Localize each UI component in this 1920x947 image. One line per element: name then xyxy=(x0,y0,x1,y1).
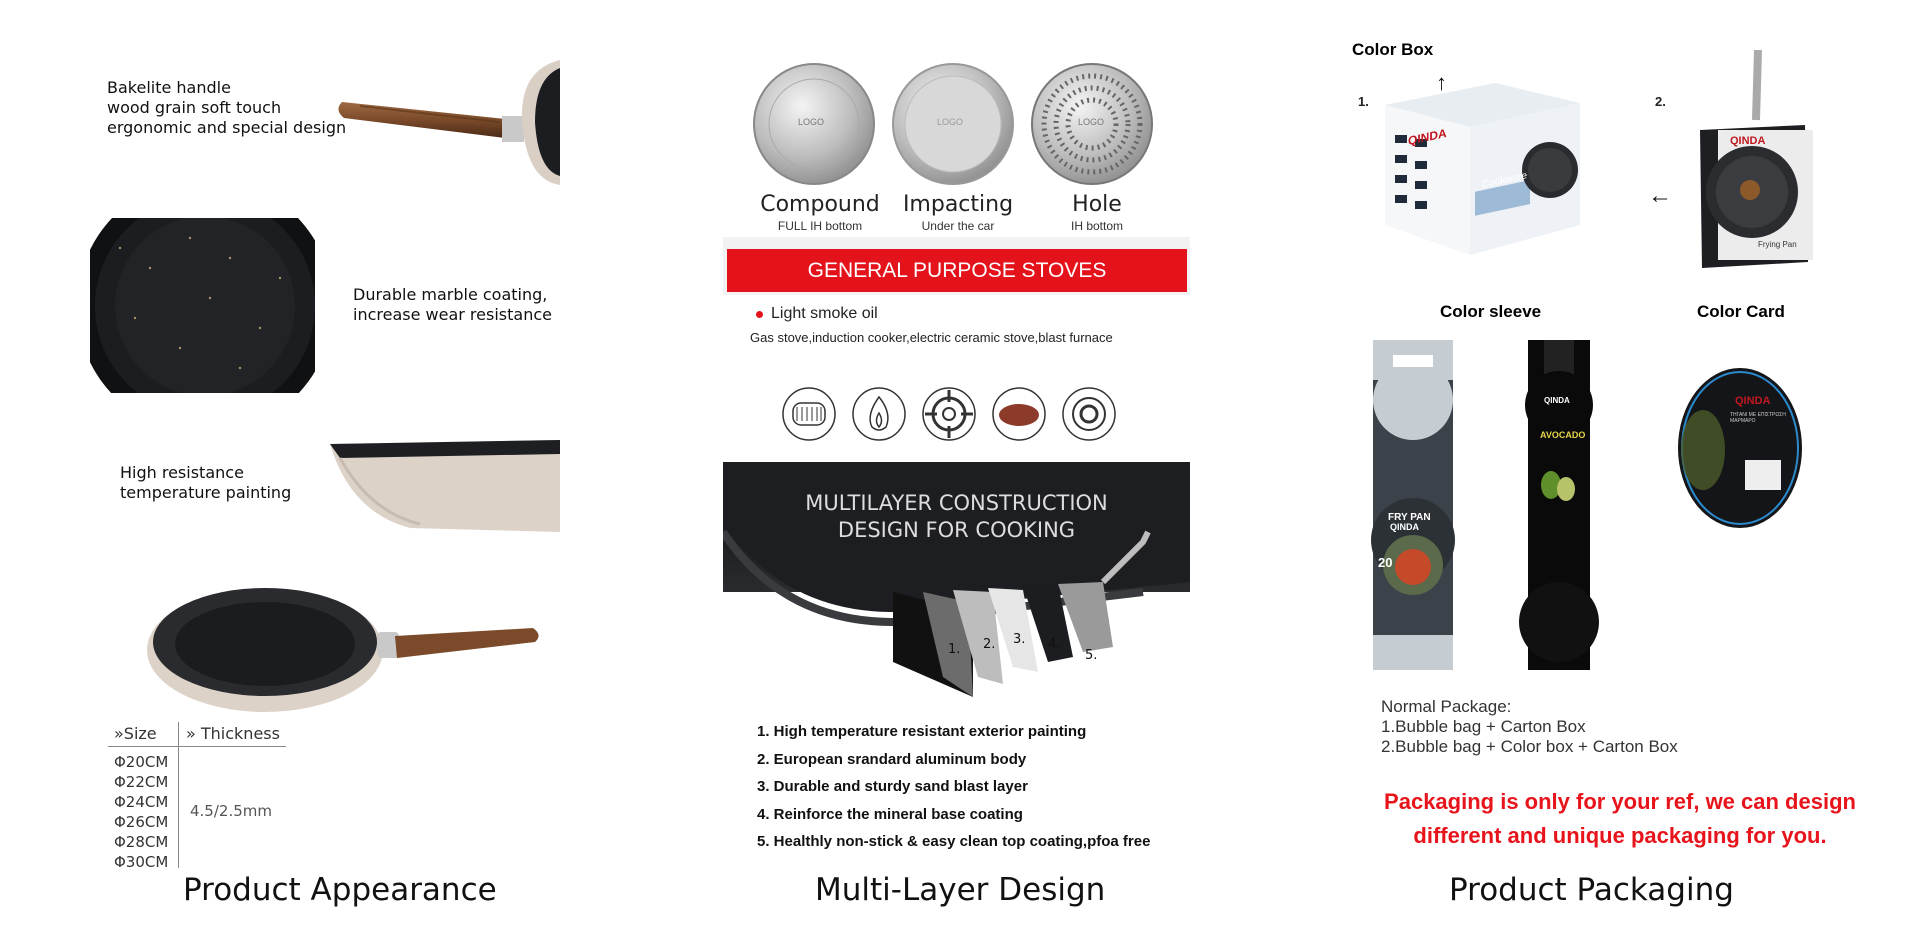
size-table: »Size » Thickness Φ20CM Φ22CM Φ24CM Φ26C… xyxy=(108,722,288,871)
stove-types-text: Gas stove,induction cooker,electric cera… xyxy=(750,330,1113,345)
size-row: Φ28CM xyxy=(114,833,169,851)
table-column-divider xyxy=(178,722,179,868)
option-number-1: 1. xyxy=(1358,94,1369,109)
gas-burner-icon xyxy=(922,387,976,441)
induction-coil-icon xyxy=(782,387,836,441)
arrow-up-icon: ↑ xyxy=(1436,70,1447,95)
bottom-name-impacting: Impacting xyxy=(902,192,1014,217)
arrow-left-icon: ← xyxy=(1648,182,1672,209)
brand-logo-cardbox: QINDA xyxy=(1730,135,1766,147)
chevron-right-icon: » xyxy=(186,724,201,743)
color-sleeve-image xyxy=(1371,340,1599,670)
thickness-value: 4.5/2.5mm xyxy=(190,802,272,820)
marble-coating-image xyxy=(90,218,315,393)
color-box-image xyxy=(1385,83,1580,255)
normal-package-line: 1.Bubble bag + Carton Box xyxy=(1381,717,1586,736)
general-purpose-banner: GENERAL PURPOSE STOVES xyxy=(727,249,1187,292)
layer-list: 1. High temperature resistant exterior p… xyxy=(757,718,1150,856)
packaging-note: Packaging is only for your ref, we can d… xyxy=(1370,785,1870,853)
logo-mark: LOGO xyxy=(1078,117,1105,127)
layer-number: 1. xyxy=(948,642,961,657)
brand-logo-card: QINDA xyxy=(1735,395,1771,407)
hob-icon xyxy=(1062,387,1116,441)
sleeve-avocado-text: AVOCADO xyxy=(1540,430,1586,440)
product-label: Frying Pan xyxy=(1758,240,1797,249)
frying-pan-image xyxy=(147,588,539,712)
size-row: Φ26CM xyxy=(114,813,169,831)
flame-icon xyxy=(852,387,906,441)
feature-painting-text: High resistance temperature painting xyxy=(120,463,292,502)
feature-handle-text: Bakelite handle wood grain soft touch er… xyxy=(107,78,347,137)
logo-mark: LOGO xyxy=(798,117,825,127)
normal-package-line: 2.Bubble bag + Color box + Carton Box xyxy=(1381,737,1678,756)
pan-bottoms-image xyxy=(753,63,1153,185)
layer-item: 5. Healthly non-stick & easy clean top c… xyxy=(757,833,1151,850)
layer-number: 3. xyxy=(1013,632,1026,647)
multilayer-construction-image xyxy=(723,462,1190,697)
bottom-sub-hole: IH bottom xyxy=(1070,219,1124,233)
color-card-image xyxy=(1678,368,1802,528)
layer-number: 2. xyxy=(983,637,996,652)
layer-item: 3. Durable and sturdy sand blast layer xyxy=(757,778,1028,795)
ceramic-plate-icon xyxy=(992,387,1046,441)
brand-logo-sleeve2: QINDA xyxy=(1544,396,1570,405)
color-box-label: Color Box xyxy=(1352,40,1434,59)
caption-product-appearance: Product Appearance xyxy=(183,872,497,908)
bottom-sub-compound: FULL IH bottom xyxy=(777,219,863,233)
hole-bottom xyxy=(1031,63,1153,185)
packaging-note-line: Packaging is only for your ref, we can d… xyxy=(1384,789,1856,814)
logo-mark: LOGO xyxy=(937,117,964,127)
table-divider xyxy=(108,746,286,747)
bottom-name-hole: Hole xyxy=(1072,192,1122,217)
feature-coating-text: Durable marble coating, increase wear re… xyxy=(353,285,552,324)
chevron-right-icon: » xyxy=(114,724,124,743)
layer-number: 5. xyxy=(1085,648,1098,663)
size-row: Φ24CM xyxy=(114,793,169,811)
bullet-icon xyxy=(756,311,763,318)
bottom-name-compound: Compound xyxy=(760,192,880,217)
caption-product-packaging: Product Packaging xyxy=(1449,872,1734,908)
bottom-sub-impacting: Under the car xyxy=(921,219,995,233)
color-card-label: Color Card xyxy=(1697,302,1785,321)
normal-package-info: Normal Package: 1.Bubble bag + Carton Bo… xyxy=(1381,697,1678,757)
stove-icons-row xyxy=(782,387,1116,441)
size-row: Φ22CM xyxy=(114,773,169,791)
construction-title: MULTILAYER CONSTRUCTION DESIGN FOR COOKI… xyxy=(723,490,1190,544)
wood-handle-image xyxy=(338,60,560,185)
construction-title-line: MULTILAYER CONSTRUCTION xyxy=(805,491,1108,515)
packaging-note-line: different and unique packaging for you. xyxy=(1413,823,1827,848)
color-sleeve-label: Color sleeve xyxy=(1440,302,1542,321)
construction-title-line: DESIGN FOR COOKING xyxy=(837,518,1076,542)
layer-number: 4. xyxy=(1048,637,1061,652)
normal-package-title: Normal Package: xyxy=(1381,697,1512,716)
impacting-bottom xyxy=(892,63,1014,185)
size-row: Φ20CM xyxy=(114,753,169,771)
size-list: Φ20CM Φ22CM Φ24CM Φ26CM Φ28CM Φ30CM xyxy=(114,752,168,872)
compound-bottom xyxy=(753,63,875,185)
color-card-box-image xyxy=(1700,50,1813,268)
size-header: Size xyxy=(123,724,157,743)
layer-item: 2. European srandard aluminum body xyxy=(757,750,1027,768)
brand-logo-sleeve: QINDA xyxy=(1390,522,1419,532)
thickness-header: Thickness xyxy=(200,724,280,743)
layer-item: 1. High temperature resistant exterior p… xyxy=(757,723,1087,740)
layer-item: 4. Reinforce the mineral base coating xyxy=(757,805,1023,823)
size-row: Φ30CM xyxy=(114,853,169,871)
caption-multi-layer-design: Multi-Layer Design xyxy=(815,872,1106,908)
bullet-text: Light smoke oil xyxy=(771,305,878,322)
sleeve-fry-pan-text: FRY PAN xyxy=(1388,512,1431,523)
painted-pan-side-image xyxy=(330,440,560,532)
sleeve-size-text: 20 xyxy=(1378,555,1393,570)
option-number-2: 2. xyxy=(1655,94,1666,109)
card-greek-text: ΤΗΓΑΝΙ ΜΕ ΕΠΙΣΤΡΩΣΗ ΜΑΡΜΑΡΟ xyxy=(1730,412,1786,424)
